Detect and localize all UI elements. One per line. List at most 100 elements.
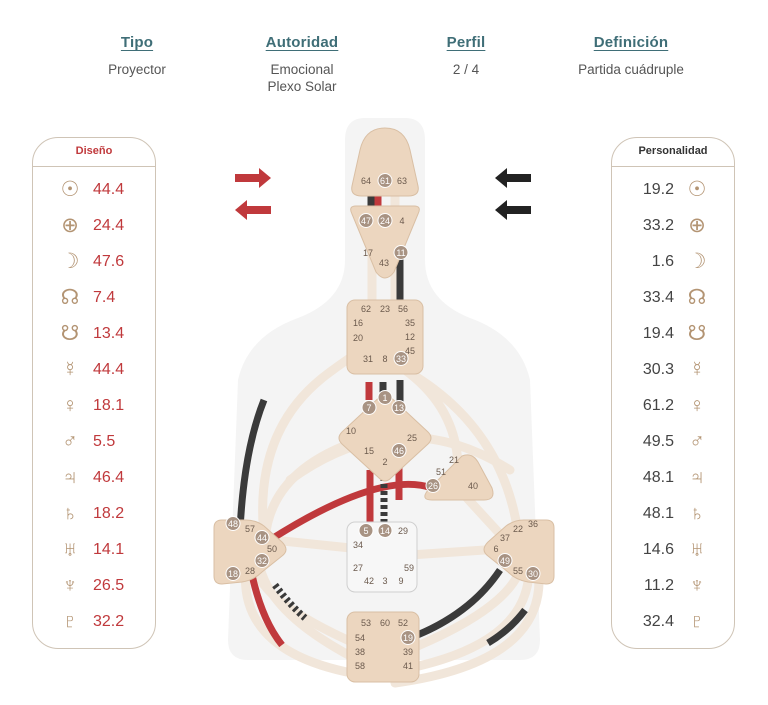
gate-1: 1 [382,393,387,403]
uranus-icon: ♅ [689,538,705,561]
gate-25: 25 [407,433,417,443]
gate-2: 2 [382,457,387,467]
autoridad-value-line1: Emocional [270,62,334,77]
mars-icon: ♂ [62,430,78,453]
g-center [338,391,432,482]
design-row-north-node: ☊7.4 [33,280,155,316]
tipo-label: Tipo [120,34,154,51]
gate-44: 44 [257,533,267,543]
gate-14: 14 [380,526,390,536]
gate-38: 38 [355,647,365,657]
tipo-value: Proyector [108,62,166,77]
gate-7-marker [361,400,377,415]
south-node-icon: ☋ [687,322,707,345]
active-channel-spleen-heart [268,480,434,543]
personality-value: 14.6 [642,541,674,558]
personality-value: 19.2 [642,181,674,198]
sun-icon: ☉ [60,178,80,201]
design-value: 26.5 [93,577,125,594]
gate-40: 40 [468,481,478,491]
design-panel-title: Diseño [33,138,155,167]
gate-31: 31 [363,354,373,364]
gate-45: 45 [405,346,415,356]
gate-34: 34 [353,540,363,550]
personality-value: 32.4 [642,613,674,630]
gate-33-marker [393,351,409,366]
design-value: 7.4 [93,289,116,306]
gate-51: 51 [436,467,446,477]
personality-row-south-node: 19.4☋ [612,316,734,352]
mercury-icon: ☿ [62,358,78,381]
design-value: 32.2 [93,613,125,630]
gate-48-marker [225,516,241,531]
gate-33: 33 [396,354,406,364]
gate-30-marker [525,566,541,581]
design-value: 13.4 [93,325,125,342]
heart-center [424,454,494,501]
gate-12: 12 [405,332,415,342]
gate-24: 24 [380,216,390,226]
gate-29: 29 [398,526,408,536]
design-row-mercury: ☿44.4 [33,352,155,388]
head-center [351,127,419,197]
personality-arrow-left-icon [495,168,531,188]
definicion-section: Definición Partida cuádruple [546,34,716,78]
design-value: 5.5 [93,433,116,450]
gate-7: 7 [366,403,371,413]
personality-row-neptune: 11.2 ♆ [612,568,734,604]
saturn-icon: ♄ [62,502,78,525]
gate-36: 36 [528,519,538,529]
gate-30: 30 [528,569,538,579]
gate-63: 63 [397,176,407,186]
autoridad-value-line2: Plexo Solar [267,79,337,94]
gate-57: 57 [245,524,255,534]
gate-56: 56 [398,304,408,314]
personality-row-venus: 61.2♀ [612,388,734,424]
gate-19-marker [400,630,416,645]
design-row-moon: ☽47.6 [33,244,155,280]
gate-5: 5 [363,526,368,536]
gate-18: 18 [228,569,238,579]
gate-58: 58 [355,661,365,671]
personality-value: 11.2 [644,577,674,594]
south-node-icon: ☋ [60,322,80,345]
gate-50: 50 [267,544,277,554]
gate-27: 27 [353,563,363,573]
design-value: 18.1 [93,397,125,414]
personality-value: 1.6 [651,253,674,270]
design-value: 24.4 [93,217,125,234]
gate-5-marker [358,523,374,538]
autoridad-section: Autoridad Emocional Plexo Solar [217,34,387,95]
personality-row-north-node: 33.4☊ [612,280,734,316]
design-row-sun: ☉ 44.4 [33,172,155,208]
definicion-value: Partida cuádruple [578,62,684,77]
gate-61: 61 [380,176,390,186]
gate-26-marker [425,478,441,493]
gate-13: 13 [394,403,404,413]
personality-panel-title: Personalidad [612,138,734,167]
gate-46: 46 [394,446,404,456]
personality-arrows [495,168,531,220]
active-channel-sp-root-b [486,607,528,647]
gate-26: 26 [428,481,438,491]
gate-18-marker [225,566,241,581]
personality-value: 33.2 [642,217,674,234]
gate-64: 64 [361,176,371,186]
gate-46-marker [391,443,407,458]
personality-value: 48.1 [642,469,674,486]
gate-48: 48 [228,519,238,529]
personality-panel: Personalidad 19.2☉33.2⊕1.6☽33.4☊19.4☋30.… [611,137,735,649]
design-value: 47.6 [93,253,125,270]
gate-49-marker [497,553,513,568]
personality-row-mars: 49.5♂ [612,424,734,460]
neptune-icon: ♆ [689,574,705,597]
gate-11-marker [393,245,409,260]
gate-20: 20 [353,333,363,343]
personality-row-moon: 1.6☽ [612,244,734,280]
design-value: 44.4 [93,181,125,198]
pluto-icon: ♇ [62,610,78,633]
gate-54: 54 [355,633,365,643]
design-row-jupiter: ♃46.4 [33,460,155,496]
gate-61-marker [377,173,393,188]
